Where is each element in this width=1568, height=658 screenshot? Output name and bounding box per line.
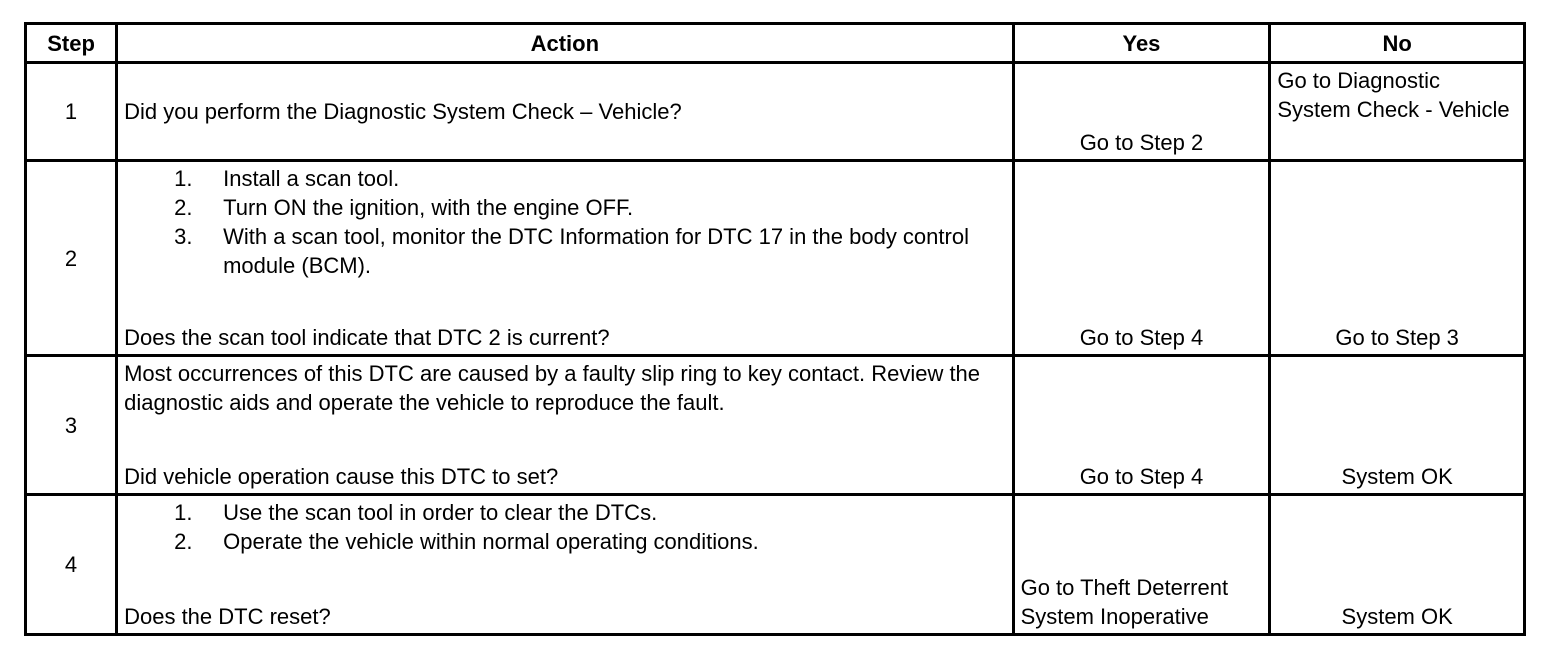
action-cell: 1. Use the scan tool in order to clear t… bbox=[115, 493, 1015, 636]
list-item: 2. Operate the vehicle within normal ope… bbox=[174, 529, 759, 554]
yes-cell: Go to Step 2 bbox=[1011, 61, 1272, 162]
list-item: 1. Install a scan tool. bbox=[174, 166, 400, 191]
table-row: 2 1. Install a scan tool. 2. Turn ON the… bbox=[23, 159, 1526, 357]
no-cell: Go to Diagnostic System Check - Vehicle bbox=[1268, 61, 1526, 162]
list-item: 1. Use the scan tool in order to clear t… bbox=[174, 500, 658, 525]
table-row: 1 Did you perform the Diagnostic System … bbox=[23, 61, 1526, 162]
yes-cell: Go to Step 4 bbox=[1011, 159, 1272, 357]
header-step: Step bbox=[23, 22, 119, 64]
step-number: 3 bbox=[23, 354, 119, 496]
action-cell: Most occurrences of this DTC are caused … bbox=[115, 354, 1015, 496]
yes-cell: Go to Step 4 bbox=[1011, 354, 1272, 496]
action-question: Does the scan tool indicate that DTC 2 i… bbox=[124, 325, 610, 350]
action-cell: Did you perform the Diagnostic System Ch… bbox=[115, 61, 1015, 162]
no-cell: Go to Step 3 bbox=[1268, 159, 1526, 357]
action-paragraph: Most occurrences of this DTC are caused … bbox=[124, 361, 981, 415]
action-steps-list: 1. Install a scan tool. 2. Turn ON the i… bbox=[124, 164, 1006, 280]
step-number: 1 bbox=[23, 61, 119, 162]
action-cell: 1. Install a scan tool. 2. Turn ON the i… bbox=[115, 159, 1015, 357]
action-question: Did vehicle operation cause this DTC to … bbox=[124, 464, 559, 489]
action-question: Did you perform the Diagnostic System Ch… bbox=[124, 99, 682, 124]
step-number: 4 bbox=[23, 493, 119, 636]
list-item: 3. With a scan tool, monitor the DTC Inf… bbox=[174, 224, 969, 278]
header-row: Step Action Yes No bbox=[23, 22, 1526, 64]
action-question: Does the DTC reset? bbox=[124, 604, 331, 629]
table-row: 3 Most occurrences of this DTC are cause… bbox=[23, 354, 1526, 496]
no-cell: System OK bbox=[1268, 493, 1526, 636]
action-steps-list: 1. Use the scan tool in order to clear t… bbox=[124, 498, 1006, 556]
header-action: Action bbox=[115, 22, 1015, 64]
list-item: 2. Turn ON the ignition, with the engine… bbox=[174, 195, 634, 220]
yes-cell: Go to Theft Deterrent System Inoperative bbox=[1011, 493, 1272, 636]
step-number: 2 bbox=[23, 159, 119, 357]
header-yes: Yes bbox=[1011, 22, 1272, 64]
table-row: 4 1. Use the scan tool in order to clear… bbox=[23, 493, 1526, 636]
no-cell: System OK bbox=[1268, 354, 1526, 496]
header-no: No bbox=[1268, 22, 1526, 64]
diagnostic-table: Step Action Yes No 1 Did you perform the… bbox=[23, 22, 1526, 636]
